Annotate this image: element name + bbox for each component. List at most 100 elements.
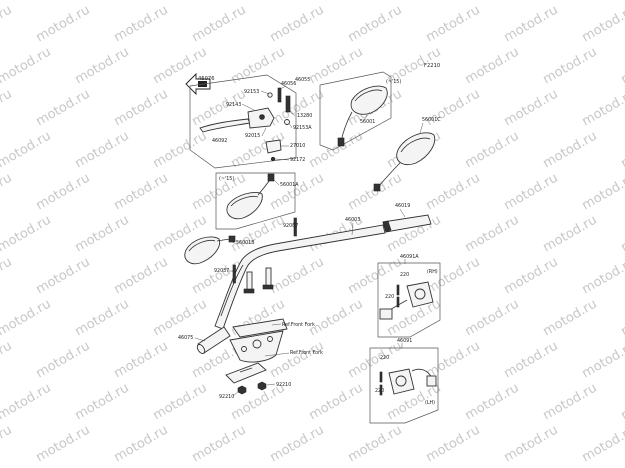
watermark-text: motod.ru xyxy=(580,171,625,214)
callout-220-d: 220 xyxy=(375,388,384,394)
callout-46003: 46003 xyxy=(345,217,360,223)
watermark-text: motod.ru xyxy=(541,129,600,172)
watermark-text: motod.ru xyxy=(619,45,625,88)
callout-220-b: 220 xyxy=(385,294,394,300)
watermark-text: motod.ru xyxy=(34,339,93,382)
watermark-text: motod.ru xyxy=(502,87,561,130)
note-rh: (RH) xyxy=(427,269,438,275)
mirror-56001C xyxy=(373,132,436,192)
watermark-text: motod.ru xyxy=(0,255,15,298)
callout-220-c: 220 xyxy=(380,355,389,361)
callout-220-a: 220 xyxy=(400,272,409,278)
watermark-text: motod.ru xyxy=(307,45,366,88)
watermark-text: motod.ru xyxy=(424,423,483,466)
switch-rh-46091A xyxy=(379,281,434,320)
watermark-text: motod.ru xyxy=(307,297,366,340)
clutch-assembly-frame xyxy=(189,74,297,169)
watermark-text: motod.ru xyxy=(463,297,522,340)
watermark-text: motod.ru xyxy=(112,171,171,214)
watermark-text: motod.ru xyxy=(73,45,132,88)
watermark-text: motod.ru xyxy=(307,129,366,172)
watermark-text: motod.ru xyxy=(73,381,132,424)
mirror-56001B xyxy=(184,235,236,265)
watermark-text: motod.ru xyxy=(73,129,132,172)
watermark-text: motod.ru xyxy=(541,213,600,256)
watermark-text: motod.ru xyxy=(502,255,561,298)
callout-46019: 46019 xyxy=(395,203,410,209)
watermark-text: motod.ru xyxy=(580,87,625,130)
watermark-text: motod.ru xyxy=(580,255,625,298)
nuts-92210 xyxy=(237,381,267,395)
callout-92037-b: 92037 xyxy=(214,268,229,274)
callout-46056: 46056 xyxy=(281,81,296,87)
watermark-text: motod.ru xyxy=(463,213,522,256)
watermark-text: motod.ru xyxy=(541,297,600,340)
watermark-text: motod.ru xyxy=(0,423,15,466)
mirror-56001A xyxy=(226,173,275,220)
watermark-text: motod.ru xyxy=(73,213,132,256)
watermark-text: motod.ru xyxy=(541,0,600,3)
callout-56001C: 56001C xyxy=(422,117,441,123)
callout-46091A: 46091A xyxy=(400,254,419,260)
callout-92015: 92015 xyxy=(245,133,260,139)
watermark-text: motod.ru xyxy=(112,87,171,130)
watermark-text: motod.ru xyxy=(307,0,366,3)
callout-56001: 56001 xyxy=(360,119,375,125)
watermark-text: motod.ru xyxy=(424,339,483,382)
watermark-text: motod.ru xyxy=(0,87,15,130)
watermark-text: motod.ru xyxy=(541,381,600,424)
watermark-text: motod.ru xyxy=(619,381,625,424)
watermark-text: motod.ru xyxy=(0,339,15,382)
diagram-code: F2210 xyxy=(424,63,440,69)
grip-46075 xyxy=(196,326,231,354)
callout-92153A: 92153A xyxy=(293,125,312,131)
callout-46092: 46092 xyxy=(212,138,227,144)
watermark-text: motod.ru xyxy=(151,297,210,340)
callout-46055: 46055 xyxy=(295,77,310,83)
watermark-text: motod.ru xyxy=(0,129,54,172)
grip-46019 xyxy=(382,214,432,233)
watermark-text: motod.ru xyxy=(502,339,561,382)
watermark-text: motod.ru xyxy=(268,171,327,214)
watermark-text: motod.ru xyxy=(346,423,405,466)
watermark-text: motod.ru xyxy=(502,423,561,466)
callout-92210-a: 92210 xyxy=(276,382,291,388)
note-lh: (LH) xyxy=(425,400,435,406)
note-rev15-b: (~'15) xyxy=(219,176,234,182)
watermark-text: motod.ru xyxy=(424,87,483,130)
callout-27010: 27010 xyxy=(290,143,305,149)
watermark-text: motod.ru xyxy=(0,213,54,256)
watermark-text: motod.ru xyxy=(619,213,625,256)
callout-92172: 92172 xyxy=(290,157,305,163)
watermark-text: motod.ru xyxy=(34,3,93,46)
watermark-text: motod.ru xyxy=(463,381,522,424)
watermark-text: motod.ru xyxy=(0,3,15,46)
note-ref-front-fork-1: Ref.Front Fork xyxy=(282,322,315,328)
watermark-text: motod.ru xyxy=(0,45,54,88)
callout-56001A: 56001A xyxy=(280,182,299,188)
clutch-leader-lines xyxy=(241,85,296,161)
callout-92210-b: 92210 xyxy=(219,394,234,400)
watermark-text: motod.ru xyxy=(34,171,93,214)
watermark-text: motod.ru xyxy=(190,423,249,466)
note-ref-front-fork-2: Ref.Front Fork xyxy=(290,350,323,356)
watermark-text: motod.ru xyxy=(73,297,132,340)
watermark-text: motod.ru xyxy=(190,3,249,46)
watermark-text: motod.ru xyxy=(0,171,15,214)
watermark-text: motod.ru xyxy=(229,0,288,3)
watermark-text: motod.ru xyxy=(112,3,171,46)
watermark-text: motod.ru xyxy=(502,171,561,214)
clutch-lever xyxy=(199,107,275,133)
callout-46091: 46091 xyxy=(397,338,412,344)
watermark-text: motod.ru xyxy=(151,381,210,424)
watermark-text: motod.ru xyxy=(463,129,522,172)
watermark-text: motod.ru xyxy=(151,0,210,3)
mirror-56001-frame xyxy=(319,71,392,151)
switch-rh-frame xyxy=(377,262,441,338)
watermark-text: motod.ru xyxy=(0,297,54,340)
watermark-text: motod.ru xyxy=(268,255,327,298)
handlebar-46003 xyxy=(214,224,386,330)
watermark-text: motod.ru xyxy=(307,381,366,424)
